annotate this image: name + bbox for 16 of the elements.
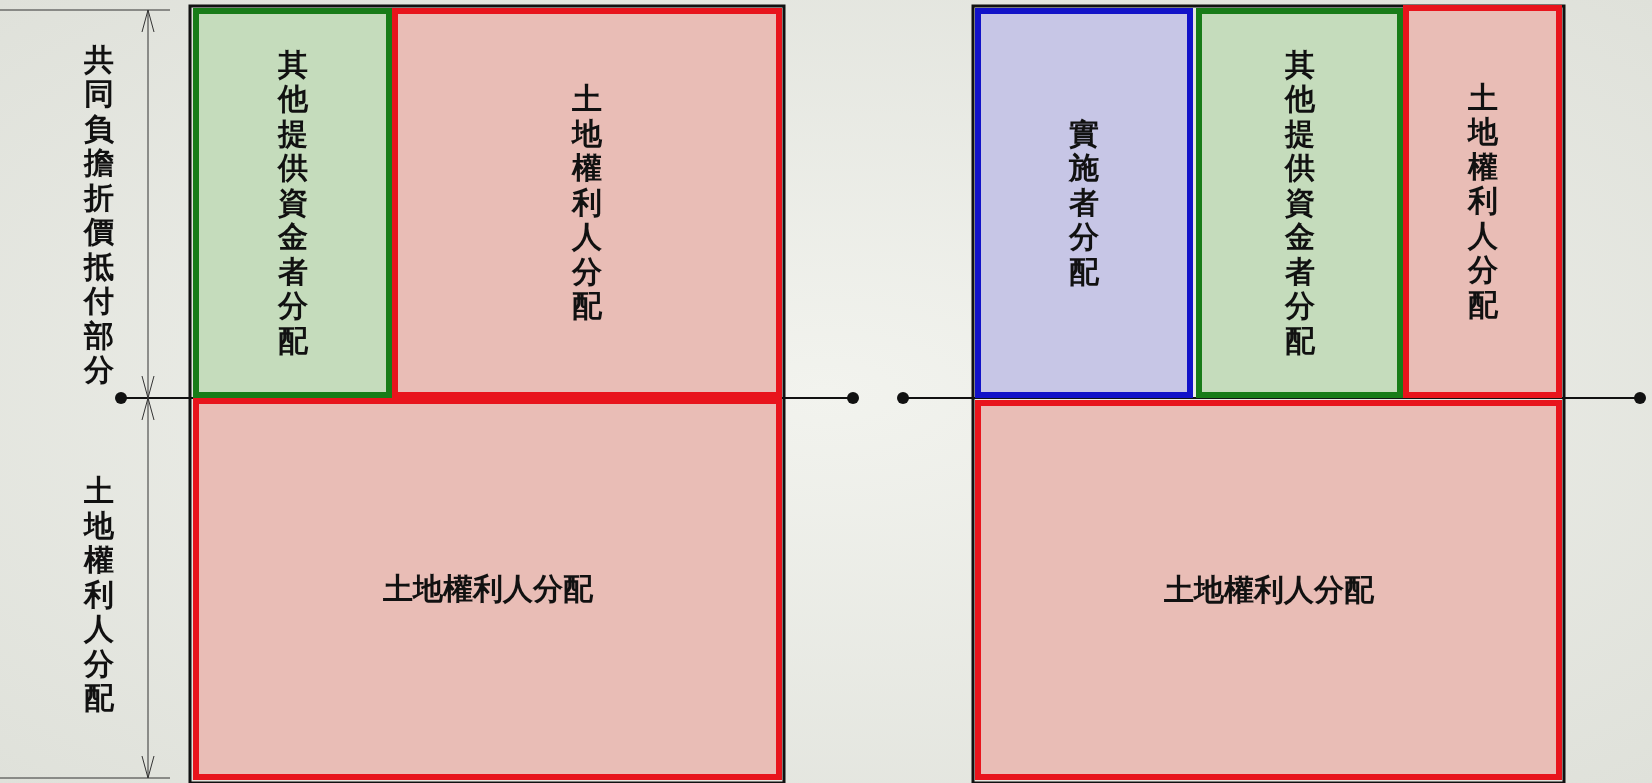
landowner-share-box bbox=[193, 398, 782, 780]
share-label: 其他提供資金者分配 bbox=[1284, 47, 1315, 359]
share-label: 土地權利人分配 bbox=[382, 569, 593, 608]
landowner-share-box bbox=[975, 400, 1562, 780]
funding-share-box bbox=[193, 8, 392, 398]
dimension-label: 土地權利人分配 bbox=[84, 472, 114, 716]
landowner-share-box bbox=[392, 8, 782, 398]
landowner-share-box bbox=[1403, 5, 1562, 398]
share-label: 土地權利人分配 bbox=[1163, 570, 1374, 609]
share-label: 實施者分配 bbox=[1069, 116, 1099, 290]
dimension-label: 共同負擔折價抵付部分 bbox=[84, 40, 114, 388]
share-label: 土地權利人分配 bbox=[1467, 80, 1498, 323]
funding-share-box bbox=[1196, 8, 1403, 398]
share-label: 土地權利人分配 bbox=[572, 82, 602, 324]
share-label: 其他提供資金者分配 bbox=[277, 47, 308, 359]
implementer-share-box bbox=[975, 8, 1193, 398]
